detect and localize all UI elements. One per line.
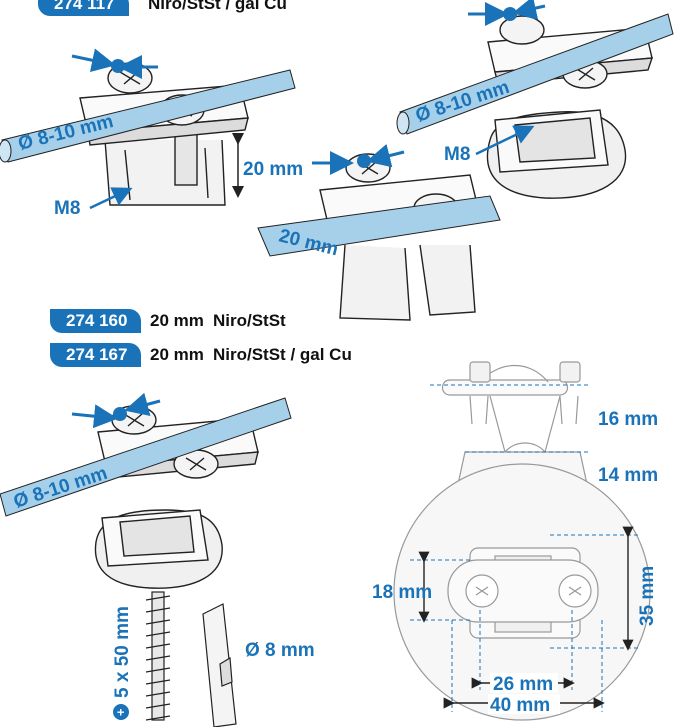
svg-text:5 x 50 mm: 5 x 50 mm xyxy=(112,606,133,698)
wall-dowel xyxy=(202,603,237,727)
wood-screw xyxy=(145,591,171,721)
screw-size-label: + 5 x 50 mm xyxy=(112,606,133,720)
dim-18-label: 18 mm xyxy=(372,582,432,603)
product-size: 20 mm xyxy=(150,345,204,364)
top-view-drawing xyxy=(393,463,651,721)
clamp-height-label: 20 mm xyxy=(243,159,303,180)
product-material: Niro/StSt xyxy=(213,311,286,330)
product-material: Niro/StSt / gal Cu xyxy=(148,0,287,13)
round-conductor xyxy=(0,69,296,163)
product-size: 20 mm xyxy=(150,311,204,330)
dim-35-label: 35 mm xyxy=(637,566,658,626)
product-code-badge: 274 167 xyxy=(50,343,142,367)
dim-40-label: 40 mm xyxy=(490,695,550,716)
dim-26-label: 26 mm xyxy=(493,674,553,695)
thread-label: M8 xyxy=(54,198,80,219)
flat-strip-conductor xyxy=(257,195,501,257)
dowel-diameter-label: Ø 8 mm xyxy=(245,640,315,661)
product-code-badge: 274 117 xyxy=(38,0,129,16)
rod-diameter-label: Ø 8-10 mm xyxy=(11,463,110,513)
dim-14-label: 14 mm xyxy=(598,465,658,486)
product-material: Niro/StSt / gal Cu xyxy=(213,345,352,364)
round-conductor xyxy=(0,397,292,517)
round-conductor xyxy=(396,13,674,135)
dim-16-label: 16 mm xyxy=(598,409,658,430)
svg-text:+: + xyxy=(113,708,128,716)
rod-diameter-label: Ø 8-10 mm xyxy=(16,111,115,155)
product-code-badge: 274 160 xyxy=(50,309,142,333)
thread-label: M8 xyxy=(444,144,470,165)
